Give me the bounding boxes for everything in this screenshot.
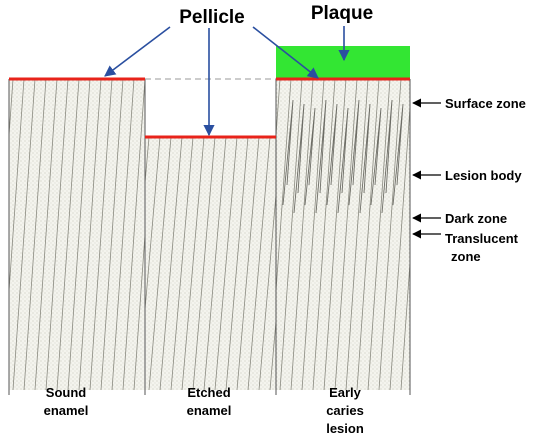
translucent-zone-label-line1: Translucent: [445, 231, 519, 246]
lesion-wedge: [392, 103, 404, 206]
prism-line: [214, 136, 238, 391]
lesion-wedge: [348, 99, 360, 206]
lesion-body-label: Lesion body: [445, 168, 522, 183]
prism-line: [269, 320, 277, 391]
prism-line: [159, 136, 183, 391]
plaque-label: Plaque: [311, 3, 373, 24]
lesion-wedge: [359, 103, 371, 214]
lesion-wedge: [304, 107, 316, 206]
plaque-layer: [276, 46, 410, 79]
lesion-wedge: [326, 103, 338, 206]
caries-lesion-label-line1: Early: [329, 385, 362, 400]
prism-line: [367, 78, 391, 391]
prism-line: [225, 136, 249, 391]
etched-enamel-label-line2: enamel: [187, 403, 232, 418]
etched-enamel-block: [145, 137, 276, 390]
prism-line: [12, 78, 36, 391]
prism-line: [301, 78, 325, 391]
lesion-wedge: [337, 107, 349, 214]
prism-line: [400, 262, 411, 391]
prism-line: [192, 136, 216, 391]
prism-line: [67, 78, 91, 391]
caries-lesion-label-line2: caries: [326, 403, 364, 418]
prism-line: [8, 78, 25, 292]
sound-enamel-label-line2: enamel: [44, 403, 89, 418]
prism-line: [389, 107, 411, 391]
lesion-body-marks: [282, 99, 404, 214]
translucent-zone-label-line2: zone: [451, 249, 481, 264]
prism-line: [45, 78, 69, 391]
prism-line: [148, 136, 172, 391]
prism-line: [34, 78, 58, 391]
prism-line: [279, 78, 303, 391]
pellicle-pointer-arrows: [104, 26, 319, 137]
prism-line: [290, 78, 314, 391]
caries-lesion-label-line3: lesion: [326, 421, 364, 436]
prism-line: [133, 234, 146, 391]
sound-enamel-label-line1: Sound: [46, 385, 86, 400]
enamel-prism-lines: [8, 78, 411, 391]
prism-line: [89, 78, 113, 391]
lesion-wedge: [282, 99, 294, 206]
pellicle-label: Pellicle: [179, 7, 245, 28]
dark-zone-label: Dark zone: [445, 211, 507, 226]
prism-line: [181, 136, 205, 391]
prism-line: [78, 78, 102, 391]
lesion-wedge: [293, 103, 305, 214]
surface-zone-label: Surface zone: [445, 96, 526, 111]
lesion-wedge: [381, 99, 393, 214]
prism-line: [170, 136, 194, 391]
prism-line: [144, 136, 150, 184]
prism-line: [122, 78, 146, 391]
lesion-wedge: [315, 99, 327, 214]
prism-line: [275, 78, 281, 136]
prism-line: [8, 78, 14, 136]
prism-line: [275, 78, 292, 292]
sound-enamel-block: [9, 79, 145, 390]
prism-line: [56, 78, 80, 391]
prism-line: [144, 136, 161, 310]
zone-pointer-arrows: [412, 98, 441, 239]
prism-line: [100, 78, 124, 391]
prism-line: [378, 78, 402, 391]
prism-line: [323, 78, 347, 391]
prism-line: [203, 136, 227, 391]
prism-line: [334, 78, 358, 391]
block-outlines: [8, 79, 411, 395]
prism-line: [247, 136, 271, 391]
prism-line: [258, 194, 277, 391]
lesion-wedge: [370, 107, 382, 206]
prism-line: [111, 78, 135, 391]
prism-line: [345, 78, 369, 391]
prism-line: [356, 78, 380, 391]
prism-line: [312, 78, 336, 391]
prism-line: [23, 78, 47, 391]
prism-line: [236, 136, 260, 391]
etched-enamel-label-line1: Etched: [187, 385, 230, 400]
